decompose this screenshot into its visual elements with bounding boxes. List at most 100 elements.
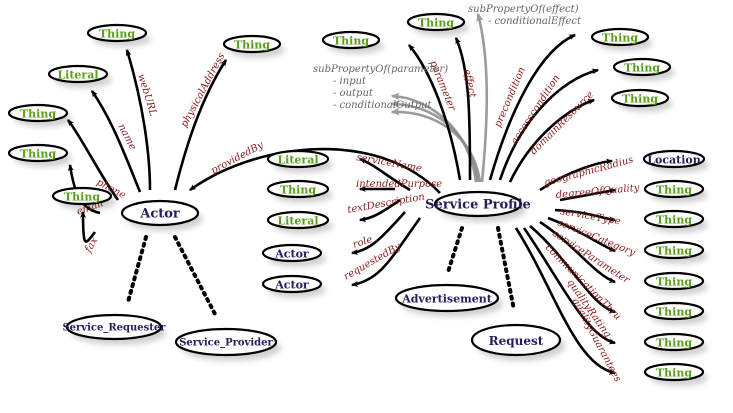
node-label: Thing [656, 245, 692, 258]
property-edge [498, 68, 600, 181]
node-label: Literal [277, 215, 318, 228]
node-label: Actor [139, 207, 180, 222]
node-sp-thing-sparam[interactable]: Thing [643, 271, 708, 295]
node-sp-thing-type[interactable]: Thing [643, 209, 708, 233]
node-ellipse [642, 149, 706, 169]
node-request[interactable]: Request [470, 323, 565, 361]
node-ellipse [261, 274, 323, 294]
property-edge [514, 227, 617, 375]
node-sp-literal-desc[interactable]: Literal [266, 210, 333, 234]
property-edge [125, 48, 152, 191]
node-actor-thing-web[interactable]: Thing [86, 23, 151, 47]
property-edge [173, 59, 228, 191]
node-label: Actor [274, 279, 309, 292]
property-edge [454, 36, 472, 181]
node-service-profile[interactable]: Service Profile [425, 190, 531, 222]
node-service-requester[interactable]: Service_Requester [62, 313, 166, 345]
node-ellipse [120, 199, 200, 227]
note-item: - conditionalEffect [488, 16, 582, 27]
node-ellipse [266, 179, 330, 199]
node-sp-location[interactable]: Location [642, 149, 709, 173]
property-edge [547, 216, 617, 253]
node-ellipse [470, 323, 562, 357]
node-ellipse [643, 209, 705, 229]
note-item: - output [333, 88, 374, 99]
node-ellipse [321, 30, 381, 50]
node-sp-thing-domain[interactable]: Thing [610, 88, 673, 112]
note-title: subPropertyOf(parameter) [313, 64, 448, 75]
note-title: subPropertyOf(effect) [468, 4, 579, 15]
subproperty-arrow [476, 12, 489, 183]
node-label: Actor [274, 248, 309, 261]
node-sp-thing-purpose[interactable]: Thing [266, 179, 333, 203]
association-edge [446, 226, 464, 274]
node-sp-thing-parameter[interactable]: Thing [321, 30, 384, 54]
property-edge [358, 157, 411, 192]
node-ellipse [643, 332, 705, 352]
node-ellipse [590, 27, 650, 47]
node-sp-thing-rating[interactable]: Thing [643, 332, 708, 356]
node-sp-thing-quality[interactable]: Thing [643, 179, 708, 203]
node-sp-thing-effect[interactable]: Thing [406, 12, 469, 36]
node-actor-thing-phys[interactable]: Thing [222, 34, 285, 58]
node-label: Thing [656, 184, 692, 197]
node-sp-literal-name[interactable]: Literal [266, 149, 333, 173]
node-label: Thing [280, 184, 316, 197]
node-service-provider[interactable]: Service_Provider [174, 327, 281, 361]
node-label: Request [489, 334, 544, 348]
property-edge [408, 44, 462, 181]
node-label: Service_Requester [62, 323, 166, 334]
node-ellipse [406, 12, 466, 32]
property-edge [529, 225, 617, 314]
node-advertisement[interactable]: Advertisement [394, 283, 503, 317]
node-ellipse [643, 179, 705, 199]
edge-label: effect [461, 68, 478, 99]
property-edge [350, 217, 422, 287]
node-ellipse [174, 327, 278, 357]
node-label: Service_Provider [179, 338, 273, 349]
node-sp-thing-category[interactable]: Thing [643, 240, 708, 264]
node-label: Thing [64, 191, 100, 204]
edge-label: degreeOfQuality [555, 183, 640, 201]
node-sp-thing-guarantees[interactable]: Thing [643, 362, 708, 386]
edge-label: name [115, 122, 138, 152]
node-label: Literal [277, 154, 318, 167]
node-label: Thing [333, 35, 369, 48]
edge-label: textDescription [347, 192, 426, 216]
node-sp-actor-role[interactable]: Actor [261, 243, 326, 267]
node-ellipse [612, 57, 672, 77]
node-ellipse [86, 23, 148, 43]
node-ellipse [47, 64, 109, 84]
node-sp-thing-precondition[interactable]: Thing [590, 27, 653, 51]
node-actor[interactable]: Actor [120, 199, 203, 231]
node-sp-actor-requested[interactable]: Actor [261, 274, 326, 298]
node-sp-thing-comm[interactable]: Thing [643, 301, 708, 325]
property-edge [189, 147, 441, 194]
node-ellipse [433, 190, 523, 218]
property-edge [539, 158, 614, 192]
node-ellipse [643, 362, 705, 382]
node-label: Thing [602, 32, 638, 45]
node-label: Thing [99, 28, 135, 41]
node-label: Thing [656, 367, 692, 380]
node-actor-thing-fax[interactable]: Thing [51, 186, 116, 210]
node-actor-literal-name[interactable]: Literal [47, 64, 112, 88]
node-sp-thing-access[interactable]: Thing [612, 57, 675, 81]
property-edge [559, 188, 617, 202]
node-actor-thing-phone[interactable]: Thing [7, 103, 72, 127]
node-label: Thing [656, 337, 692, 350]
nodes-layer: ActorThingThingLiteralThingThingThingSer… [7, 12, 709, 386]
notes-layer: subPropertyOf(parameter)- input- output-… [313, 4, 582, 111]
edge-label: intendedPurpose [356, 179, 442, 190]
property-edge [522, 227, 617, 345]
property-edge [350, 211, 406, 255]
property-edge [358, 198, 401, 223]
node-ellipse [7, 103, 69, 123]
node-ellipse [51, 186, 113, 206]
property-edge [539, 220, 617, 284]
node-label: Service Profile [425, 198, 531, 213]
node-actor-thing-email[interactable]: Thing [7, 143, 72, 167]
node-label: Thing [418, 17, 454, 30]
node-label: Thing [20, 108, 56, 121]
